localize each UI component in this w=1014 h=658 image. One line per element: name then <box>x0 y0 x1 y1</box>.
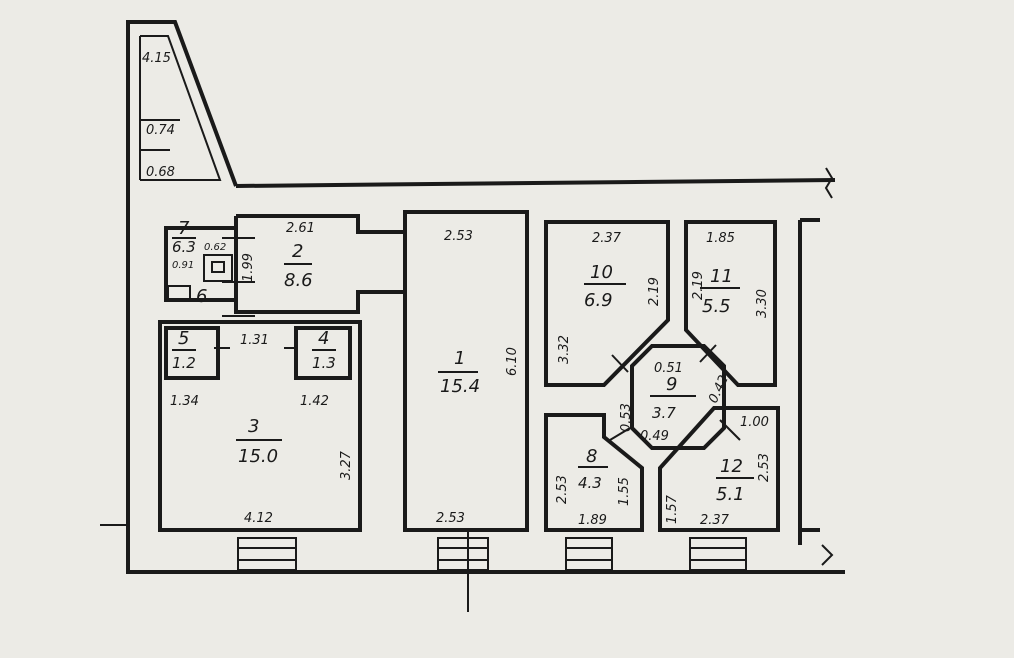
entrance-corridor <box>139 35 222 181</box>
dim-r7-b: 0.62 <box>204 242 226 253</box>
dim-corridor-b: 0.74 <box>146 123 175 138</box>
room-3-area: 15.0 <box>238 446 278 467</box>
dim-r3-mid: 1.31 <box>240 333 269 348</box>
dim-r12-bottom: 2.37 <box>700 513 730 528</box>
dim-r2-top: 2.61 <box>286 221 315 236</box>
room-7-area: 6.3 <box>172 238 196 256</box>
room-10-number: 10 <box>590 262 613 283</box>
room-3 <box>158 320 362 532</box>
dim-r7-a: 0.91 <box>172 260 194 271</box>
room-4-area: 1.3 <box>312 354 336 372</box>
room-1-number: 1 <box>454 348 465 369</box>
room-1 <box>403 210 529 532</box>
label-bars <box>172 237 754 479</box>
room-10-area: 6.9 <box>584 290 613 311</box>
room-9-number: 9 <box>666 374 677 395</box>
dim-r1-top: 2.53 <box>444 229 473 244</box>
room-4-number: 4 <box>318 328 329 349</box>
room-areas: 15.4 8.6 15.0 1.3 1.2 6.3 4.3 3.7 6.9 5.… <box>172 238 745 505</box>
dim-r11-side: 3.30 <box>755 289 770 318</box>
room-11 <box>684 220 777 387</box>
dim-r12-left: 1.57 <box>665 494 680 524</box>
room-12 <box>658 406 780 532</box>
room-9 <box>630 344 726 450</box>
dim-r1-side: 6.10 <box>505 347 520 376</box>
dim-r3-right-top: 1.42 <box>300 394 329 409</box>
windows <box>237 537 747 571</box>
dim-r9-left: 0.53 <box>619 403 634 432</box>
room-2-area: 8.6 <box>284 270 313 291</box>
room-1-area: 15.4 <box>440 376 480 397</box>
dim-r9-bottom: 0.49 <box>640 429 669 444</box>
dim-r12-side: 2.53 <box>757 453 772 482</box>
room-8 <box>544 413 644 532</box>
dim-r12-top: 1.00 <box>740 415 769 430</box>
dim-r9-right: 0.42 <box>706 373 732 406</box>
room-5-number: 5 <box>178 328 189 349</box>
dim-r11-inner: 2.19 <box>691 271 706 300</box>
outer-walls <box>126 20 845 574</box>
dimension-labels: 4.15 0.74 0.68 2.53 2.53 6.10 2.61 1.99 … <box>142 51 772 528</box>
room-12-number: 12 <box>720 456 743 477</box>
room-5-area: 1.2 <box>172 354 196 372</box>
dim-r3-side: 3.27 <box>339 450 354 480</box>
dim-r8-inner: 1.55 <box>617 477 632 506</box>
dim-r10-top: 2.37 <box>592 231 622 246</box>
room-11-number: 11 <box>710 266 733 287</box>
room-2-number: 2 <box>292 241 303 262</box>
room-11-area: 5.5 <box>702 296 731 317</box>
dim-r8-side: 2.53 <box>555 475 570 504</box>
room-3-number: 3 <box>248 416 259 437</box>
room-6-number: 6 <box>196 286 207 307</box>
dim-r1-bottom: 2.53 <box>436 511 465 526</box>
room-10 <box>544 220 670 387</box>
room-8-number: 8 <box>586 446 597 467</box>
dim-corridor-a: 4.15 <box>142 51 171 66</box>
dim-corridor-c: 0.68 <box>146 165 175 180</box>
dim-r8-bottom: 1.89 <box>578 513 607 528</box>
room-numbers: 1 2 3 4 5 6 7 8 9 10 11 12 <box>178 218 743 477</box>
room-7-number: 7 <box>178 218 190 239</box>
dim-r9-top: 0.51 <box>654 361 683 376</box>
dim-r2-side: 1.99 <box>241 253 256 282</box>
room-7 <box>164 226 236 302</box>
room-12-area: 5.1 <box>716 484 745 505</box>
dim-r10-side: 3.32 <box>557 335 572 364</box>
dim-r3-bottom: 4.12 <box>244 511 273 526</box>
room-8-area: 4.3 <box>578 474 602 492</box>
room-2 <box>234 214 405 314</box>
dim-r10-inner: 2.19 <box>647 277 662 306</box>
room-9-area: 3.7 <box>652 404 676 422</box>
dim-r3-left-top: 1.34 <box>170 394 199 409</box>
dim-r11-top: 1.85 <box>706 231 735 246</box>
